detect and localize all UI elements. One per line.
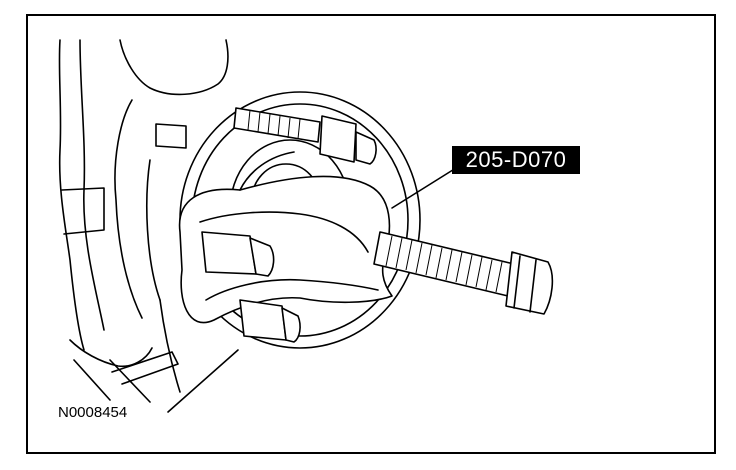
puller-body xyxy=(178,151,393,324)
wheel-stud-upper xyxy=(233,107,377,165)
lug-nut-lower xyxy=(239,299,301,343)
knuckle-casting xyxy=(58,39,229,403)
forcing-screw xyxy=(373,231,554,315)
figure-id-leader-line xyxy=(167,349,239,413)
figure-id-label: N0008454 xyxy=(58,404,128,421)
callout-leader-line xyxy=(391,167,457,209)
lug-nut-middle xyxy=(201,231,275,277)
wheel-stud-left xyxy=(155,123,187,149)
tool-number-callout: 205-D070 xyxy=(452,146,580,174)
